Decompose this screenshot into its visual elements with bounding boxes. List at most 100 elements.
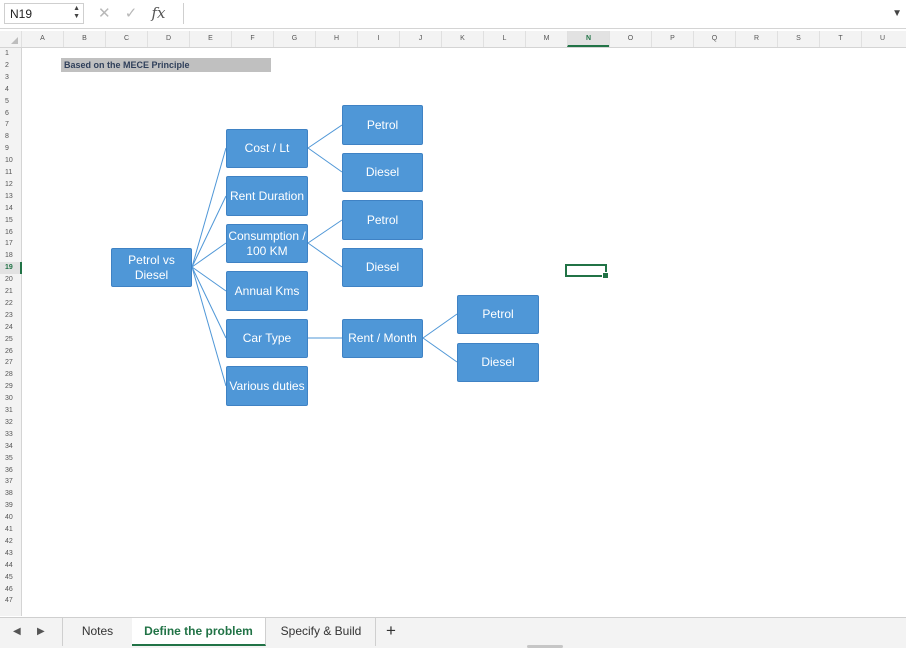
column-header-a[interactable]: A	[21, 31, 63, 47]
enter-icon[interactable]: ✓	[124, 5, 138, 22]
cost-petrol-node[interactable]: Petrol	[342, 105, 423, 145]
row-header-2[interactable]: 2	[5, 61, 9, 69]
row-header-7[interactable]: 7	[5, 121, 9, 129]
column-header-d[interactable]: D	[147, 31, 189, 47]
row-header-37[interactable]: 37	[5, 478, 13, 486]
row-header-33[interactable]: 33	[5, 430, 13, 438]
row-header-14[interactable]: 14	[5, 204, 13, 212]
column-header-q[interactable]: Q	[693, 31, 735, 47]
cost-per-litre-node[interactable]: Cost / Lt	[226, 129, 308, 168]
row-header-12[interactable]: 12	[5, 180, 13, 188]
column-header-u[interactable]: U	[861, 31, 903, 47]
row-header-18[interactable]: 18	[5, 252, 13, 260]
row-header-35[interactable]: 35	[5, 454, 13, 462]
annual-kms-node[interactable]: Annual Kms	[226, 271, 308, 311]
row-header-32[interactable]: 32	[5, 418, 13, 426]
row-header-13[interactable]: 13	[5, 192, 13, 200]
row-header-42[interactable]: 42	[5, 537, 13, 545]
column-header-j[interactable]: J	[399, 31, 441, 47]
rent-petrol-node[interactable]: Petrol	[457, 295, 539, 334]
name-box-spinner-icon[interactable]: ▲▼	[73, 5, 80, 20]
row-header-38[interactable]: 38	[5, 490, 13, 498]
prev-sheet-icon[interactable]: ◀	[13, 626, 21, 637]
row-header-25[interactable]: 25	[5, 335, 13, 343]
row-header-10[interactable]: 10	[5, 157, 13, 165]
row-header-16[interactable]: 16	[5, 228, 13, 236]
row-header-5[interactable]: 5	[5, 97, 9, 105]
column-header-f[interactable]: F	[231, 31, 273, 47]
column-header-h[interactable]: H	[315, 31, 357, 47]
row-header-3[interactable]: 3	[5, 73, 9, 81]
row-header-1[interactable]: 1	[5, 50, 9, 57]
row-header-43[interactable]: 43	[5, 549, 13, 557]
sheet-title-cell[interactable]: Based on the MECE Principle	[61, 58, 271, 72]
name-box[interactable]: N19 ▲▼	[4, 3, 84, 24]
row-header-26[interactable]: 26	[5, 347, 13, 355]
insert-function-icon[interactable]: fx	[151, 4, 166, 22]
cost-diesel-node[interactable]: Diesel	[342, 153, 423, 192]
row-header-8[interactable]: 8	[5, 133, 9, 141]
row-header-23[interactable]: 23	[5, 311, 13, 319]
column-header-b[interactable]: B	[63, 31, 105, 47]
add-sheet-button[interactable]: +	[386, 621, 396, 640]
tab-define-the-problem[interactable]: Define the problem	[132, 618, 266, 646]
various-duties-node[interactable]: Various duties	[226, 366, 308, 406]
column-header-k[interactable]: K	[441, 31, 483, 47]
consumption-diesel-node[interactable]: Diesel	[342, 248, 423, 287]
row-header-41[interactable]: 41	[5, 526, 13, 533]
expand-formula-bar-icon[interactable]: ▼	[892, 8, 902, 19]
row-header-9[interactable]: 9	[5, 145, 9, 153]
row-header-24[interactable]: 24	[5, 323, 13, 331]
row-header-44[interactable]: 44	[5, 561, 13, 569]
tab-specify-build[interactable]: Specify & Build	[267, 618, 376, 646]
row-header-36[interactable]: 36	[5, 466, 13, 474]
row-header-4[interactable]: 4	[5, 85, 9, 93]
car-type-node[interactable]: Car Type	[226, 319, 308, 358]
rent-duration-node[interactable]: Rent Duration	[226, 176, 308, 216]
row-header-19[interactable]: 19	[0, 262, 22, 275]
row-header-21[interactable]: 21	[5, 288, 13, 295]
row-header-39[interactable]: 39	[5, 502, 13, 510]
row-header-34[interactable]: 34	[5, 442, 13, 450]
row-header-15[interactable]: 15	[5, 216, 13, 224]
rent-diesel-node[interactable]: Diesel	[457, 343, 539, 382]
column-header-i[interactable]: I	[357, 31, 399, 47]
row-header-20[interactable]: 20	[5, 276, 13, 284]
select-all-corner[interactable]	[0, 31, 21, 47]
column-header-r[interactable]: R	[735, 31, 777, 47]
row-header-30[interactable]: 30	[5, 395, 13, 403]
root-node[interactable]: Petrol vs Diesel	[111, 248, 192, 287]
row-header-11[interactable]: 11	[5, 169, 13, 176]
column-header-m[interactable]: M	[525, 31, 567, 47]
column-header-g[interactable]: G	[273, 31, 315, 47]
row-header-6[interactable]: 6	[5, 109, 9, 117]
row-header-22[interactable]: 22	[5, 299, 13, 307]
row-header-29[interactable]: 29	[5, 383, 13, 391]
next-sheet-icon[interactable]: ▶	[37, 626, 45, 637]
row-header-45[interactable]: 45	[5, 573, 13, 581]
column-header-p[interactable]: P	[651, 31, 693, 47]
row-header-31[interactable]: 31	[5, 407, 13, 414]
consumption-petrol-node[interactable]: Petrol	[342, 200, 423, 240]
column-header-c[interactable]: C	[105, 31, 147, 47]
connector-line	[191, 242, 227, 268]
column-header-l[interactable]: L	[483, 31, 525, 47]
column-header-n[interactable]: N	[567, 31, 609, 47]
active-cell-n19[interactable]	[565, 264, 609, 279]
column-header-s[interactable]: S	[777, 31, 819, 47]
tab-notes[interactable]: Notes	[62, 618, 133, 646]
rent-month-node[interactable]: Rent / Month	[342, 319, 423, 358]
formula-input[interactable]	[183, 3, 884, 24]
column-header-o[interactable]: O	[609, 31, 651, 47]
cancel-icon[interactable]: ✕	[98, 5, 111, 22]
row-header-27[interactable]: 27	[5, 359, 13, 367]
column-header-e[interactable]: E	[189, 31, 231, 47]
consumption-node[interactable]: Consumption / 100 KM	[226, 224, 308, 263]
row-header-46[interactable]: 46	[5, 585, 13, 593]
row-header-17[interactable]: 17	[5, 240, 13, 248]
row-header-47[interactable]: 47	[5, 597, 13, 605]
row-header-28[interactable]: 28	[5, 371, 13, 379]
row-header-40[interactable]: 40	[5, 514, 13, 522]
column-header-t[interactable]: T	[819, 31, 861, 47]
